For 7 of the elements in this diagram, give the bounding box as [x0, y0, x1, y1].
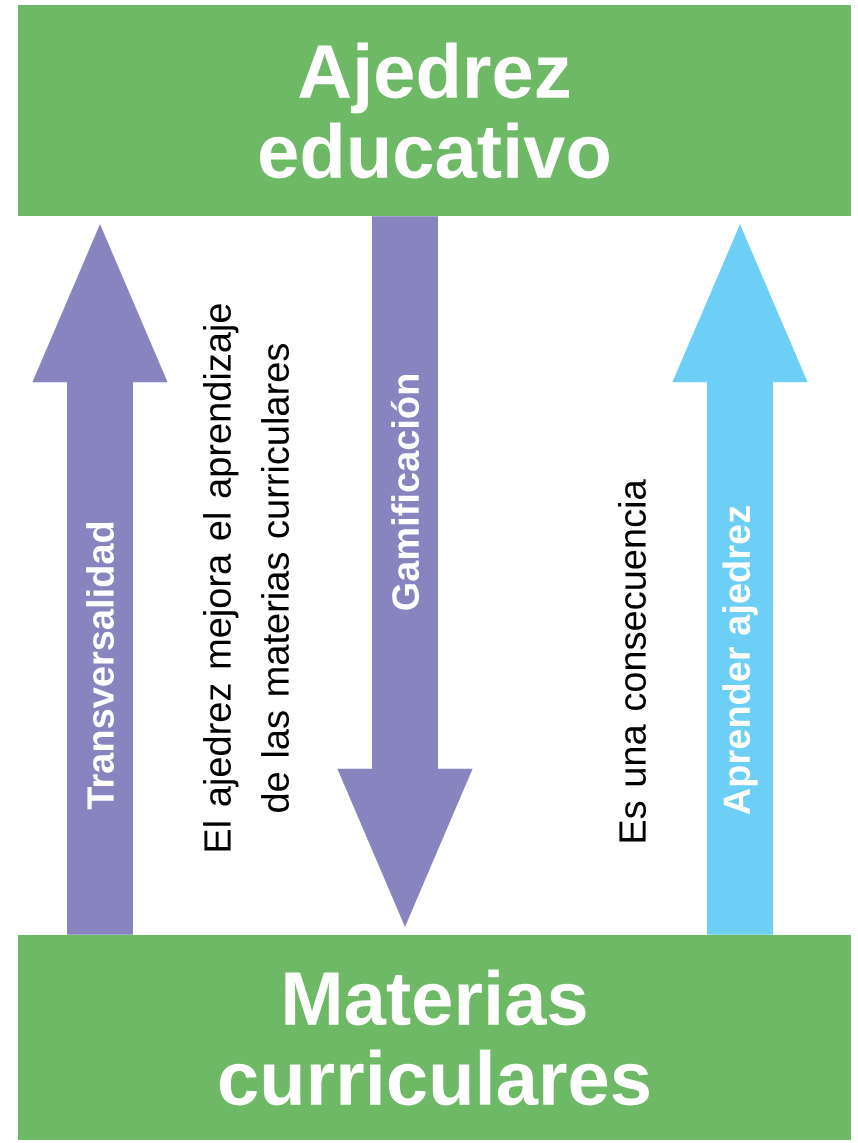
title-box: Ajedrez educativo — [18, 5, 851, 216]
title-box: Materias curriculares — [18, 935, 851, 1140]
side-note: El ajedrez mejora el aprendizaje de las materias curriculares — [203, 304, 289, 851]
edge-label: Aprender ajedrez — [721, 503, 759, 817]
edge-label: Transversalidad — [85, 519, 115, 811]
edge-label: Gamificación — [389, 371, 421, 613]
side-note: Es una consecuencia — [618, 479, 646, 842]
